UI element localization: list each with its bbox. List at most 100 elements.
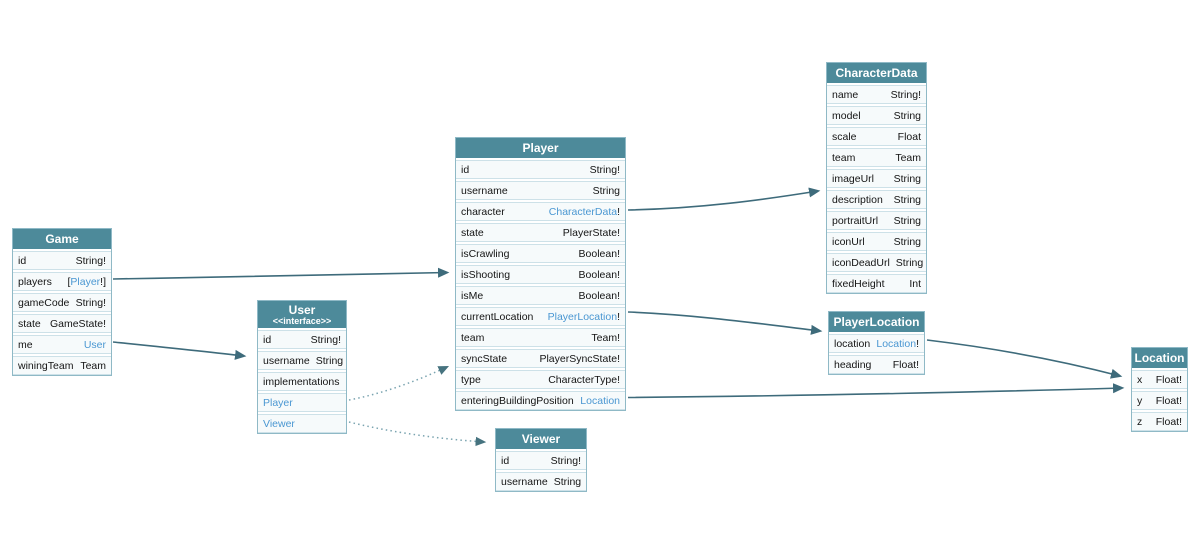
field-type-text: Team [80,359,106,372]
field-name: iconDeadUrl [832,256,890,269]
field-type-text: String [553,475,582,488]
table-header-viewer[interactable]: Viewer [496,429,586,449]
viewer-field-username[interactable]: username String [496,472,586,491]
field-type-text: PlayerState! [562,226,620,239]
field-name-link[interactable]: Player [263,396,293,409]
field-type: String [888,236,921,248]
field-name: description [832,193,883,206]
table-title: Viewer [521,431,561,446]
field-name: state [461,226,484,239]
field-name: character [461,205,505,218]
field-name-link[interactable]: Viewer [263,417,295,430]
field-type-link[interactable]: User [83,338,106,351]
field-name: username [263,354,310,367]
table-title: Game [45,231,79,246]
field-type: Team [889,152,921,164]
field-type-link[interactable]: Location [876,337,917,350]
field-name: gameCode [18,296,70,309]
field-type-text: String [592,184,620,197]
user-field-Viewer[interactable]: Viewer [258,414,346,433]
table-header-game[interactable]: Game [13,229,111,249]
table-title: User [288,302,316,317]
table-header-characterdata[interactable]: CharacterData [827,63,926,83]
field-type-link[interactable]: Location [580,394,620,407]
field-type-link[interactable]: PlayerLocation [547,310,618,323]
field-name: currentLocation [461,310,534,323]
edge-user-player-to-player [348,366,450,401]
field-type: String! [545,455,581,467]
field-type-text: String! [550,454,581,467]
table-header-playerlocation[interactable]: PlayerLocation [829,312,924,332]
characterdata-field-iconDeadUrl[interactable]: iconDeadUrl String [827,253,926,272]
player-field-state[interactable]: state PlayerState! [456,223,625,242]
field-name: name [832,88,859,101]
field-type-text: String [315,354,344,367]
field-name: winingTeam [18,359,74,372]
field-type: String [548,476,581,488]
table-subtitle: <<interface>> [272,315,332,326]
field-name: isMe [461,289,484,302]
field-type-text: Boolean! [578,289,620,302]
field-type-text: Team [895,151,921,164]
field-name: username [501,475,548,488]
edge-user-viewer-to-viewer [348,421,487,447]
field-name: portraitUrl [832,214,879,227]
edge-playerlocation-location-to-location [926,339,1123,379]
table-header-user[interactable]: User<<interface>> [258,301,346,328]
field-name: scale [832,130,857,143]
field-type-text: String [895,256,924,269]
table-title: CharacterData [835,65,918,80]
field-type: String! [305,334,341,346]
field-type-text: Float! [1155,415,1182,428]
field-type-link[interactable]: Player [70,275,101,288]
table-header-player[interactable]: Player [456,138,625,158]
player-field-isMe[interactable]: isMe Boolean! [456,286,625,305]
game-field-players[interactable]: players[Player!] [13,272,111,291]
field-type: String! [584,164,620,176]
field-type-text: CharacterType! [548,373,620,386]
user-field-Player[interactable]: Player [258,393,346,412]
game-field-winingTeam[interactable]: winingTeam Team [13,356,111,375]
table-title: PlayerLocation [833,314,920,329]
field-type-text: Float [897,130,921,143]
field-type-text: String [893,235,921,248]
table-header-location[interactable]: Location [1132,348,1187,368]
user-field-implementations[interactable]: implementations [258,372,346,391]
characterdata-field-scale[interactable]: scale Float [827,127,926,146]
field-name: isCrawling [461,247,510,260]
user-field-username[interactable]: username String [258,351,346,370]
field-type-link[interactable]: CharacterData [548,205,618,218]
